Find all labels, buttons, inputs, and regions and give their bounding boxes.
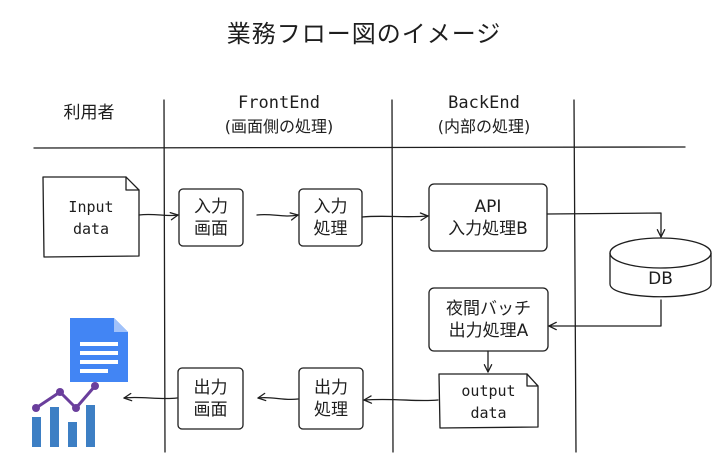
output-data-line1: output: [461, 381, 516, 400]
arrow-process-to-api: [361, 212, 429, 221]
input-screen-line1: 入力: [194, 196, 228, 217]
output-process-line2: 処理: [314, 399, 348, 420]
arrow-api-to-db: [546, 212, 666, 238]
lane-header-frontend: FrontEnd (画面側の処理): [168, 92, 390, 138]
node-input-data: Input data: [44, 180, 138, 256]
arrow-screen-to-process: [256, 212, 299, 221]
output-data-line2: data: [470, 403, 507, 422]
node-output-process: 出力 処理: [299, 368, 363, 429]
node-api: API 入力処理B: [429, 184, 547, 251]
output-data-shape: [438, 373, 539, 429]
lane-user-label: 利用者: [63, 103, 115, 123]
api-line2: 入力処理B: [448, 218, 528, 239]
node-output-data: output data: [440, 376, 537, 427]
lane-divider-3: [573, 99, 577, 453]
node-night-batch: 夜間バッチ 出力処理A: [429, 288, 548, 351]
lane-frontend-sublabel: (画面側の処理): [224, 117, 334, 136]
bar-line-chart-icon: [32, 382, 99, 447]
db-label: DB: [648, 269, 673, 289]
input-process-line2: 処理: [313, 218, 348, 239]
arrow-db-to-batch: [548, 299, 662, 331]
arrow-process-to-screen: [257, 392, 299, 402]
output-process-shape: [298, 367, 364, 430]
document-icon: [70, 318, 128, 382]
arrow-output-to-process: [363, 395, 439, 404]
night-batch-line2: 出力処理A: [448, 320, 529, 341]
lane-header-backend: BackEnd (内部の処理): [396, 92, 572, 138]
node-db: DB: [610, 265, 711, 293]
input-data-shape: [42, 176, 140, 258]
db-shape: [609, 237, 712, 298]
output-screen-shape: [177, 367, 244, 430]
api-line1: API: [474, 196, 502, 217]
output-process-line1: 出力: [314, 377, 348, 398]
output-screen-line1: 出力: [193, 377, 228, 398]
input-screen-shape: [178, 188, 244, 247]
arrow-input-to-screen: [138, 211, 179, 221]
lane-header-user: 利用者: [34, 102, 144, 125]
node-input-process: 入力 処理: [299, 189, 362, 246]
input-screen-line2: 画面: [194, 218, 228, 239]
lane-backend-label: BackEnd: [448, 93, 520, 113]
input-data-line2: data: [72, 220, 110, 238]
night-batch-line1: 夜間バッチ: [446, 298, 531, 319]
input-process-line1: 入力: [313, 196, 348, 217]
node-input-screen: 入力 画面: [179, 189, 243, 246]
output-screen-line2: 画面: [193, 399, 228, 420]
api-shape: [428, 183, 548, 252]
lane-backend-sublabel: (内部の処理): [437, 117, 531, 136]
lane-divider-2: [391, 99, 394, 453]
lane-divider-1: [163, 99, 166, 453]
diagram-title: 業務フロー図のイメージ: [226, 20, 502, 48]
lane-frontend-label: FrontEnd: [238, 93, 320, 113]
node-output-screen: 出力 画面: [178, 368, 243, 429]
input-data-line1: Input: [68, 198, 114, 216]
header-divider: [33, 146, 686, 149]
arrow-screen-to-user: [123, 392, 178, 402]
